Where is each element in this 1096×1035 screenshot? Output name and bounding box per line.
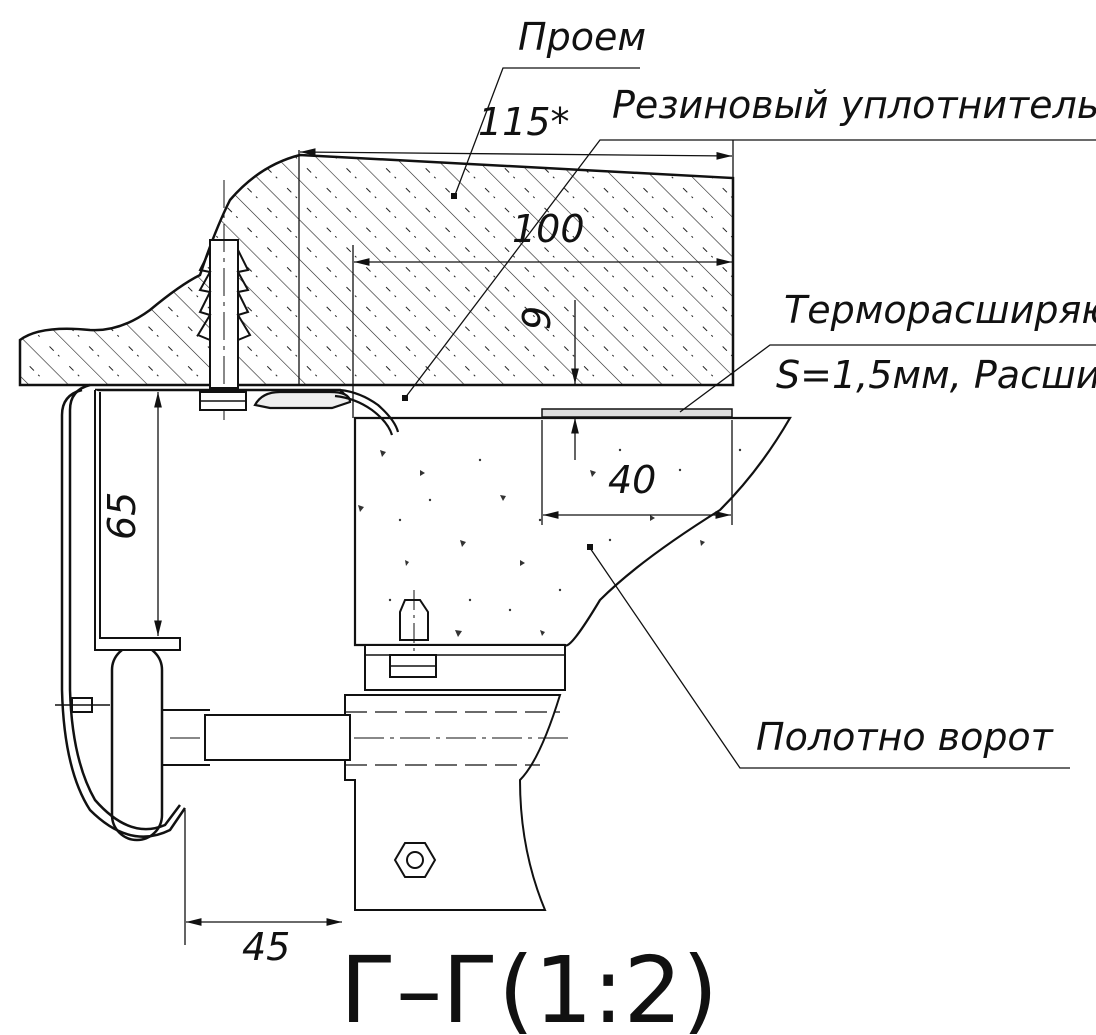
label-rubber-seal: Резиновый уплотнитель <box>612 83 1096 127</box>
wall-section <box>18 153 735 387</box>
dim-handle-offset: 45 <box>242 925 290 969</box>
leaf-bolt <box>389 590 437 680</box>
wall-anchor-bolt <box>196 180 252 420</box>
label-opening: Проем <box>518 15 646 59</box>
hex-nut-icon <box>393 842 437 878</box>
seal-profile <box>55 383 346 838</box>
section-title: Г–Г(1:2) <box>340 937 718 1035</box>
dim-frame-height: 65 <box>100 492 144 540</box>
leader-lines <box>404 67 1096 769</box>
label-thermal-tape-1: Терморасширяющ <box>784 288 1096 332</box>
thermal-tape <box>541 408 733 418</box>
dim-tape-width: 40 <box>608 458 656 502</box>
rubber-seal <box>253 388 400 436</box>
foam-speckle <box>358 448 742 637</box>
dim-opening-depth: 115* <box>478 100 570 144</box>
leader-dots <box>402 193 593 550</box>
roller <box>110 643 164 842</box>
dimension-lines <box>154 140 734 945</box>
label-door-leaf: Полотно ворот <box>756 715 1055 759</box>
hinge-block <box>160 694 570 911</box>
dim-gap-small: 9 <box>515 306 559 330</box>
dim-seal-span: 100 <box>512 207 585 251</box>
label-thermal-tape-2: S=1,5мм, Расшире <box>776 353 1096 397</box>
door-leaf-section <box>353 408 792 691</box>
roller-shaft <box>204 714 351 761</box>
